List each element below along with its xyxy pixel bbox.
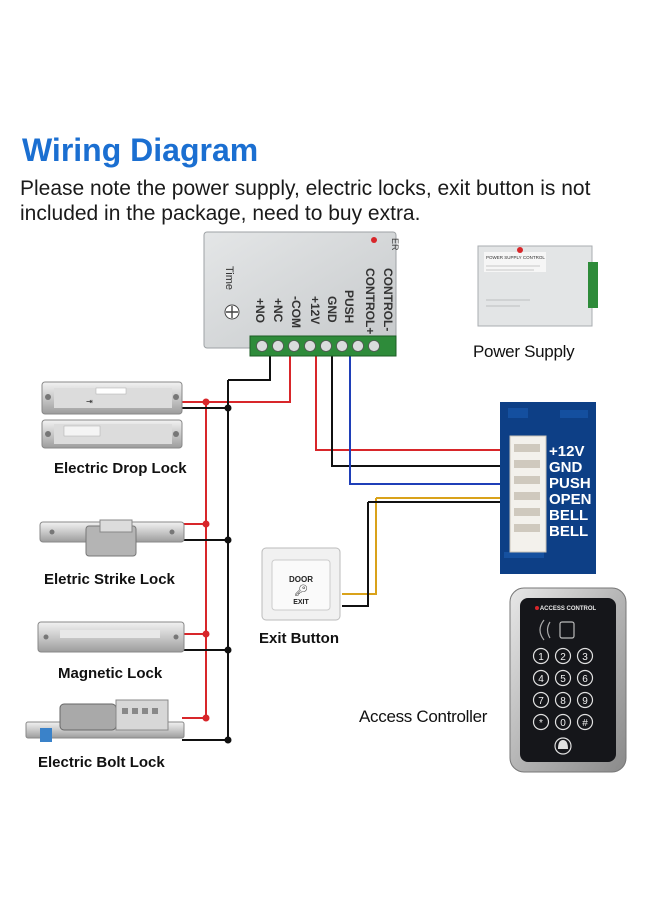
electric-bolt-lock-image — [25, 699, 185, 742]
svg-text:0: 0 — [560, 718, 566, 729]
terminal-label-no: +NO — [253, 298, 267, 323]
keypad — [532, 647, 594, 731]
label-eletric-strike-lock: Eletric Strike Lock — [44, 571, 175, 588]
key-icon: 🔑︎ — [294, 584, 308, 597]
svg-text:9: 9 — [582, 696, 588, 707]
svg-text:8: 8 — [560, 696, 566, 707]
wires — [182, 352, 510, 744]
exit-button-image: DOOR 🔑︎ EXIT — [261, 547, 341, 621]
label-power-supply: Power Supply — [473, 342, 575, 361]
time-label: Time — [223, 266, 235, 290]
svg-text:#: # — [582, 718, 588, 729]
svg-text:ER: ER — [390, 238, 400, 251]
svg-text:POWER SUPPLY CONTROL: POWER SUPPLY CONTROL — [486, 255, 545, 260]
board-pin-open: OPEN — [549, 491, 592, 508]
rfid-icon — [539, 619, 551, 641]
svg-text:*: * — [539, 718, 543, 729]
wire-black-gnd — [331, 352, 510, 467]
wire-red-12v — [315, 352, 510, 451]
terminal-label-nc: +NC — [271, 298, 285, 323]
electric-drop-lock-image: ⇥ — [41, 381, 183, 449]
doorbell-icon — [554, 737, 572, 755]
svg-text:7: 7 — [538, 696, 544, 707]
board-pin-bell-2: BELL — [549, 523, 588, 540]
wire-blue-push — [349, 352, 510, 485]
board-pin-gnd: GND — [549, 459, 583, 476]
label-magnetic-lock: Magnetic Lock — [58, 665, 163, 682]
wire-red-bus — [182, 401, 207, 718]
svg-text:6: 6 — [582, 674, 588, 685]
svg-text:ACCESS CONTROL: ACCESS CONTROL — [540, 606, 597, 612]
electric-strike-lock-image — [39, 519, 185, 557]
page-title: Wiring Diagram — [22, 132, 259, 168]
controller-board: +12V GND PUSH OPEN BELL BELL — [500, 402, 596, 574]
svg-text:4: 4 — [538, 674, 544, 685]
terminal-label-com: -COM — [289, 296, 303, 328]
label-electric-bolt-lock: Electric Bolt Lock — [38, 754, 165, 771]
terminal-label-push: PUSH — [342, 290, 356, 323]
power-supply-unit: POWER SUPPLY CONTROL — [477, 245, 598, 327]
board-pin-push: PUSH — [549, 475, 591, 492]
terminal-label-gnd: GND — [325, 296, 339, 323]
board-pin-12v: +12V — [549, 443, 584, 460]
terminal-label-control-minus: CONTROL- — [381, 268, 395, 331]
package-note: Please note the power supply, electric l… — [20, 177, 591, 225]
power-module: ER CONTROL- CONTROL+ PUSH GND +12V -COM … — [203, 231, 400, 357]
svg-text:⇥: ⇥ — [86, 397, 93, 406]
svg-text:2: 2 — [560, 652, 566, 663]
magnetic-lock-image — [37, 621, 185, 653]
svg-text:3: 3 — [582, 652, 588, 663]
terminal-label-control-plus: CONTROL+ — [363, 268, 377, 334]
svg-text:EXIT: EXIT — [293, 599, 309, 606]
terminal-label-12v: +12V — [308, 296, 322, 324]
board-pin-bell-1: BELL — [549, 507, 588, 524]
svg-text:1: 1 — [538, 652, 544, 663]
svg-text:5: 5 — [560, 674, 566, 685]
label-access-controller: Access Controller — [359, 707, 488, 726]
access-controller-image: ACCESS CONTROL 1 2 3 4 5 6 7 8 9 * 0 # — [509, 587, 627, 773]
label-exit-button: Exit Button — [259, 630, 339, 647]
svg-text:DOOR: DOOR — [289, 575, 313, 584]
label-electric-drop-lock: Electric Drop Lock — [54, 460, 187, 477]
